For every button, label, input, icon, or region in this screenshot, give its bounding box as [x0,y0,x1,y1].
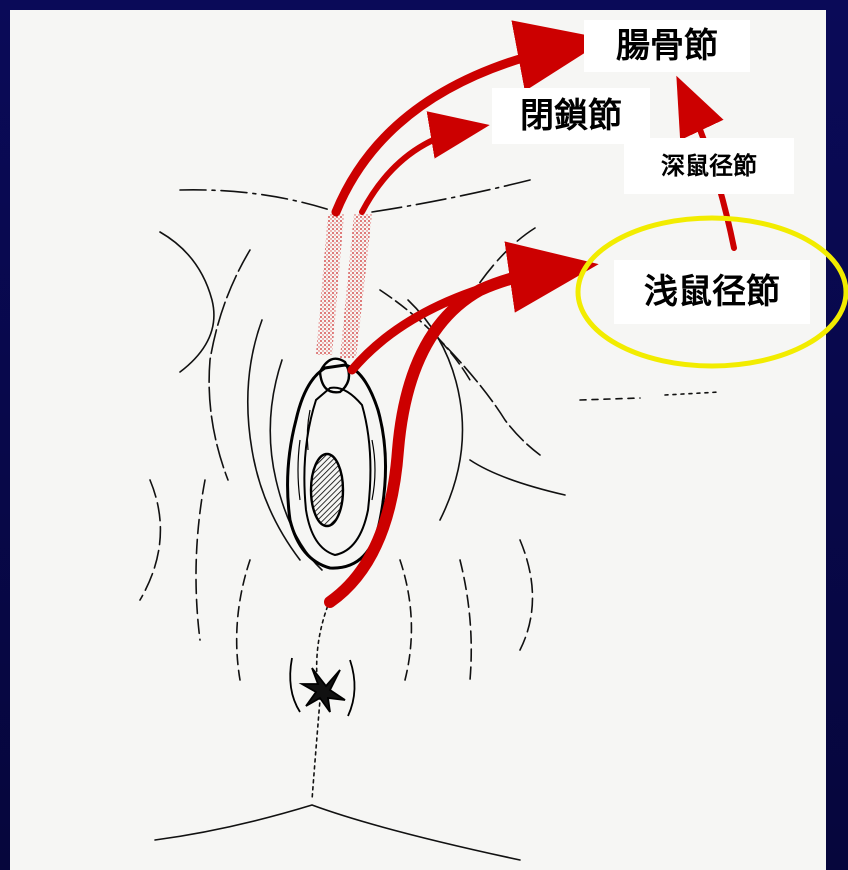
label-deep-inguinal-nodes: 深鼠径節 [624,138,794,194]
lymph-drainage-bands [316,214,372,358]
arrow-to-superficial-inguinal-nodes-upper [352,268,572,370]
anus-drawing [290,658,354,716]
label-superficial-inguinal-nodes: 浅鼠径節 [614,260,810,324]
label-obturator-nodes: 閉鎖節 [492,88,650,144]
vulva-drawing [288,359,386,568]
label-iliac-nodes: 腸骨節 [584,20,750,72]
arrow-to-superficial-inguinal-nodes-lower [330,268,572,602]
